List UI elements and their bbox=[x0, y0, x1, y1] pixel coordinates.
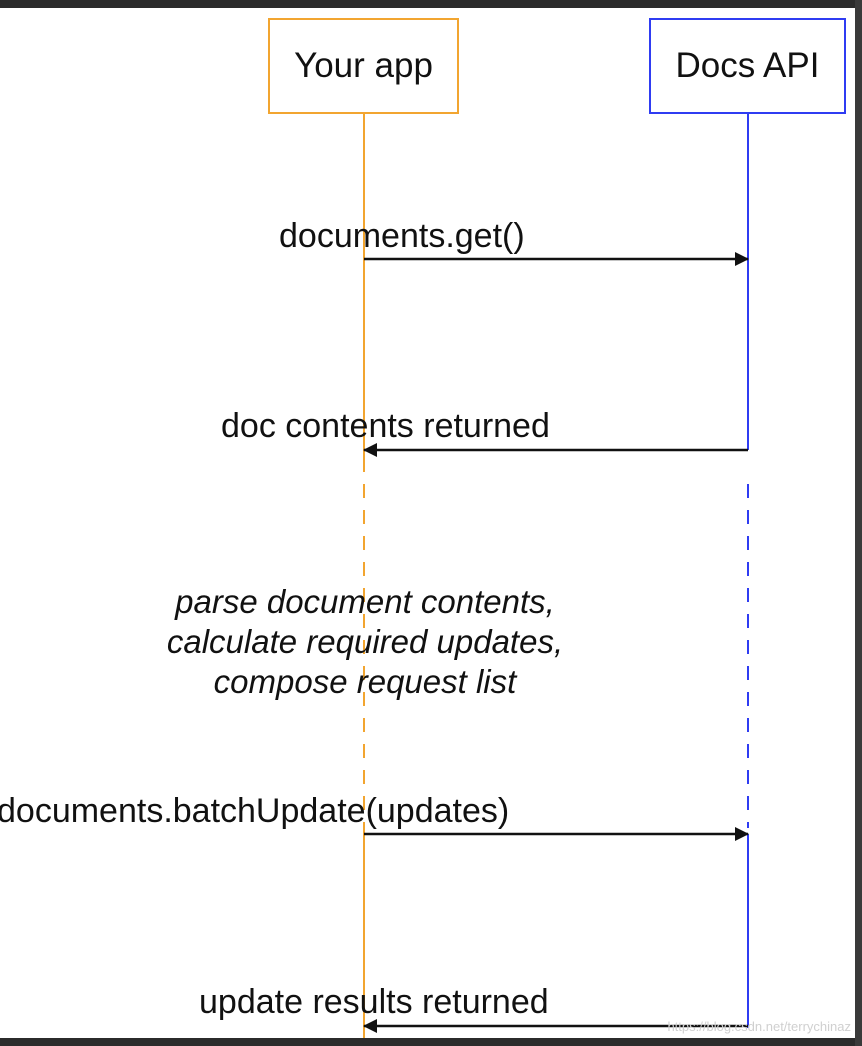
note-line-2: calculate required updates, bbox=[166, 623, 564, 660]
message-update-results-returned: update results returned bbox=[199, 983, 549, 1021]
sequence-diagram: Your app Docs API documents.get() doc co… bbox=[0, 8, 855, 1038]
right-edge-strip bbox=[855, 0, 862, 1046]
watermark: https://blog.csdn.net/terrychinaz bbox=[667, 1019, 851, 1034]
participant-docs-api: Docs API bbox=[649, 18, 846, 114]
message-documents-get: documents.get() bbox=[279, 217, 525, 255]
diagram-lines bbox=[363, 114, 749, 1038]
participant-your-app-label: Your app bbox=[294, 46, 433, 85]
participant-your-app: Your app bbox=[268, 18, 459, 114]
note-line-3: compose request list bbox=[213, 663, 517, 700]
participant-docs-api-label: Docs API bbox=[675, 46, 820, 85]
note-line-1: parse document contents, bbox=[175, 583, 555, 620]
message-doc-contents-returned: doc contents returned bbox=[221, 407, 550, 445]
processing-note: parse document contents, calculate requi… bbox=[100, 582, 630, 702]
message-batch-update: documents.batchUpdate(updates) bbox=[0, 792, 510, 830]
